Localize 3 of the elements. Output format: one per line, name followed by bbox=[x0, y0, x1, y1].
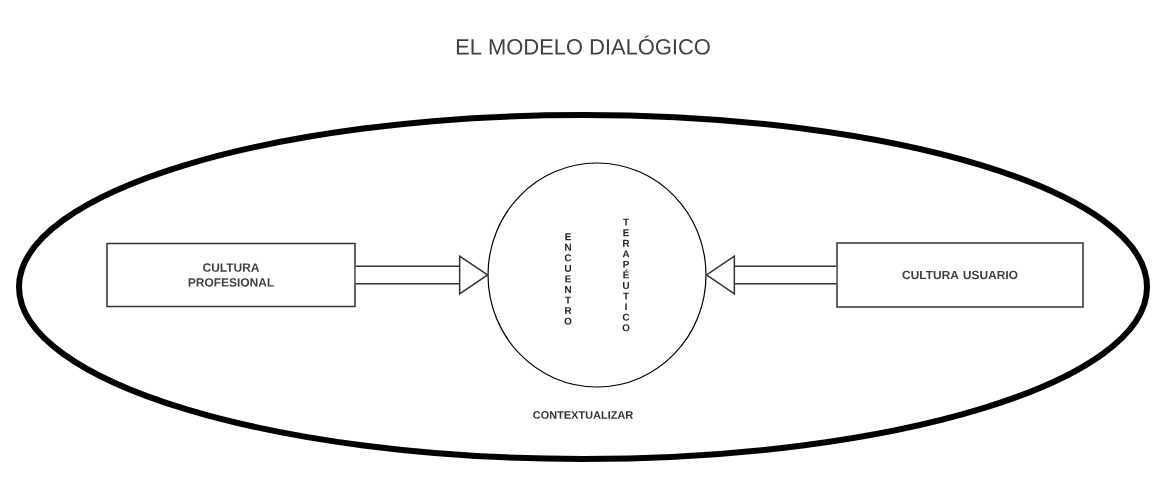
culture-box: CULTURA PROFESIONAL bbox=[106, 242, 356, 308]
title: EL MODELO DIALÓGICO bbox=[456, 35, 710, 55]
culture-box: CULTURA USUARIO bbox=[836, 242, 1084, 308]
